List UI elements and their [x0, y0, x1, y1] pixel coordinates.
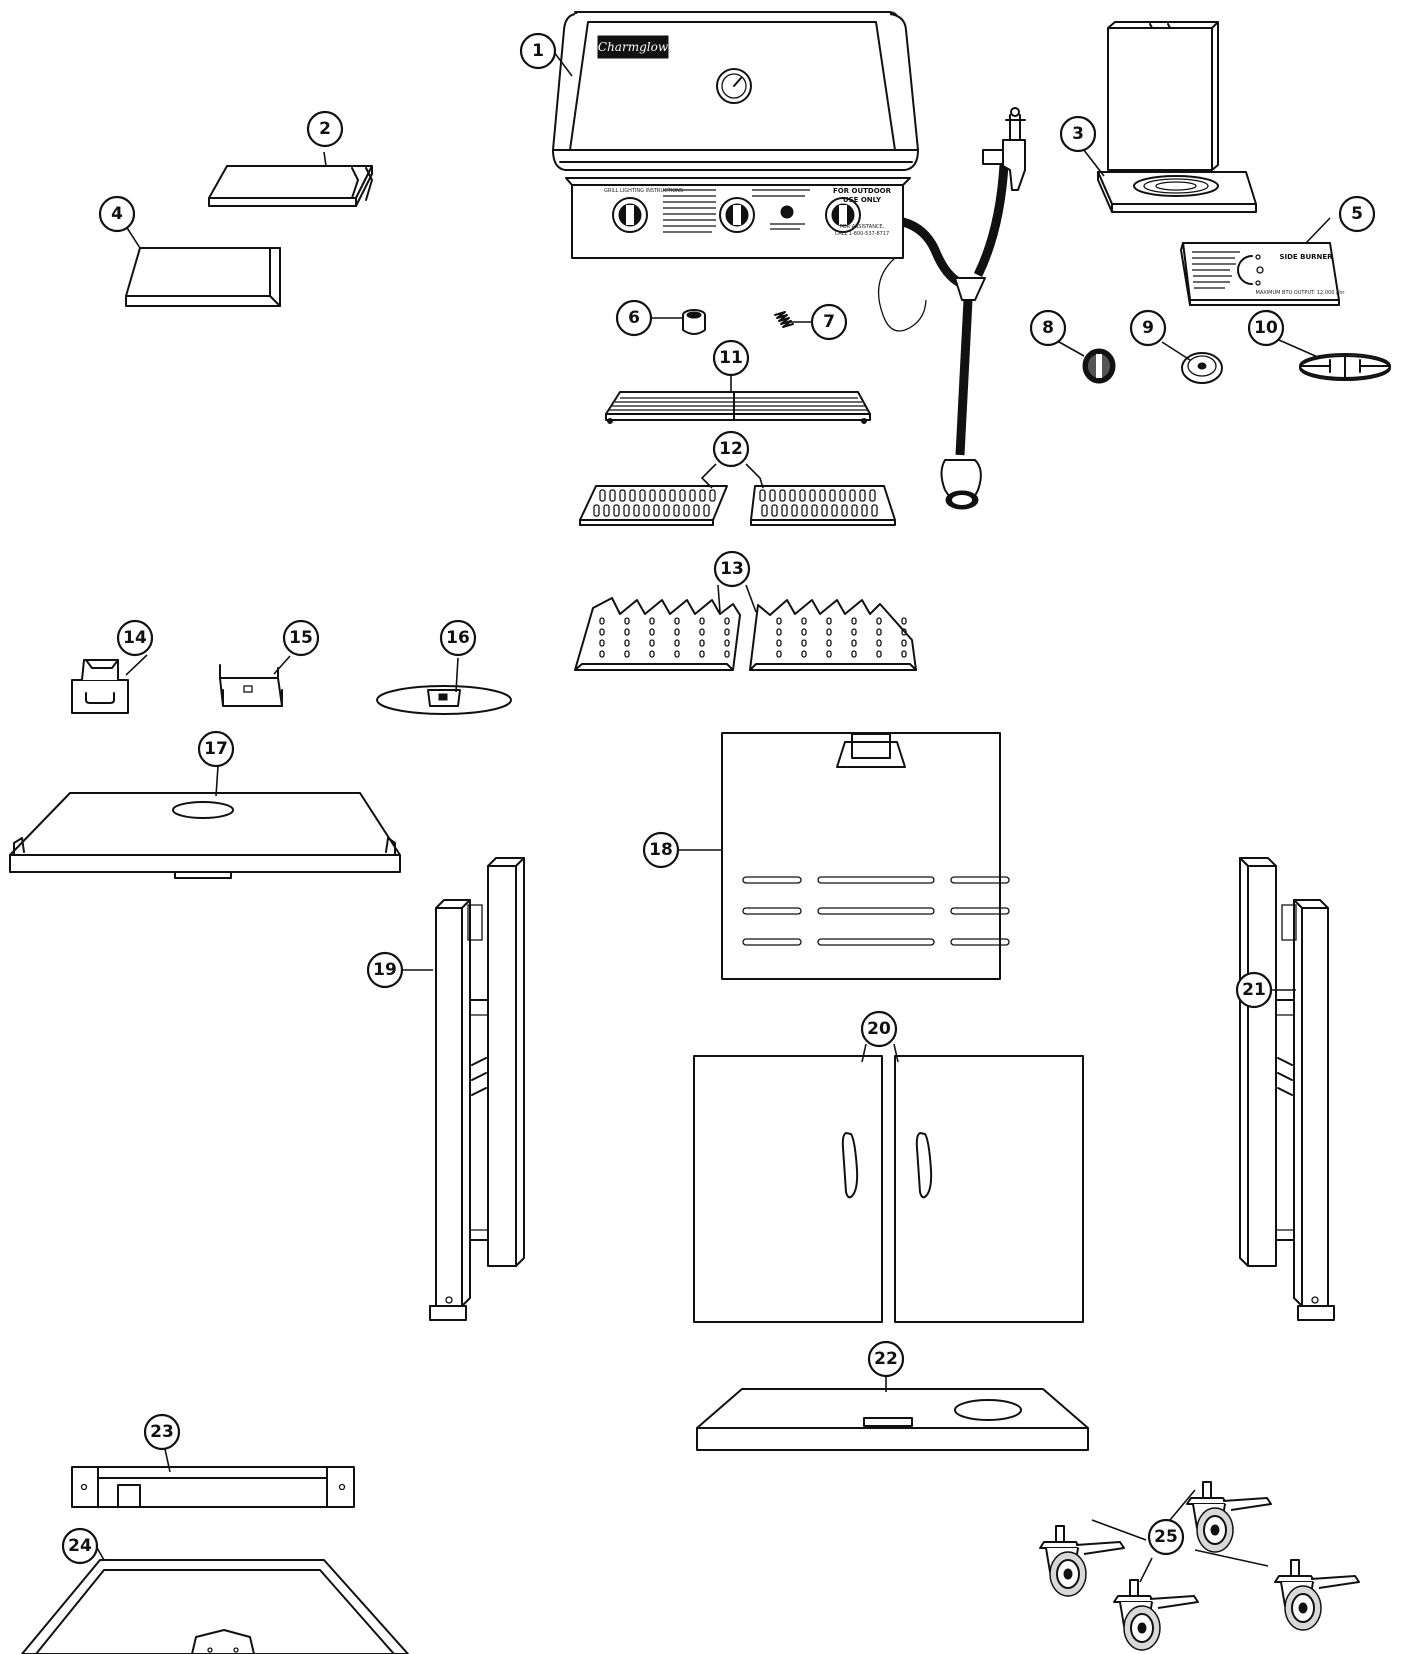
gas-hose-regulator — [901, 107, 1026, 510]
callout-3: 3 — [1059, 115, 1097, 153]
side-burner-panel-part: SIDE BURNER MAXIMUM BTU OUTPUT: 12,000 /… — [1180, 242, 1346, 306]
leader-lines — [95, 51, 1331, 1583]
svg-text:25: 25 — [1154, 1527, 1178, 1547]
side-burner-title: SIDE BURNER — [1279, 253, 1333, 261]
side-burner-rating: MAXIMUM BTU OUTPUT: 12,000 / hr — [1256, 290, 1346, 296]
callout-12: 12 — [712, 430, 750, 468]
assistance-line-1: FOR ASSISTANCE, — [840, 224, 885, 230]
caster-wheel-icon — [1186, 1481, 1272, 1553]
callout-14: 14 — [116, 619, 154, 657]
side-burner-part — [1097, 21, 1257, 213]
cooking-grids-part — [579, 485, 896, 526]
svg-text:19: 19 — [373, 960, 397, 980]
callout-22: 22 — [867, 1340, 905, 1378]
svg-text:10: 10 — [1254, 318, 1278, 338]
right-side-shelf-part — [208, 165, 373, 207]
callout-18: 18 — [642, 831, 680, 869]
warming-rack-part — [605, 391, 871, 424]
caster-wheel-icon — [1039, 1525, 1125, 1597]
callout-2: 2 — [306, 110, 344, 148]
caster-wheel-icon — [1274, 1559, 1360, 1631]
igniter-button-icon — [780, 205, 794, 219]
callout-10: 10 — [1247, 309, 1285, 347]
cart-doors-part — [693, 1055, 1084, 1323]
side-knob-part — [1082, 348, 1116, 384]
callout-7: 7 — [810, 303, 848, 341]
grill-knob-1-icon — [612, 197, 648, 233]
svg-text:12: 12 — [719, 439, 743, 459]
caster-wheel-icon — [1113, 1579, 1199, 1651]
callout-19: 19 — [366, 951, 404, 989]
callout-9: 9 — [1129, 309, 1167, 347]
brand-logo: Charmglow — [598, 40, 669, 54]
svg-text:13: 13 — [720, 559, 744, 579]
svg-text:3: 3 — [1072, 124, 1084, 144]
svg-text:11: 11 — [719, 348, 743, 368]
front-cross-brace-part — [71, 1466, 355, 1508]
callout-20: 20 — [860, 1010, 898, 1048]
spring-part — [774, 311, 794, 328]
left-cart-frame-part — [429, 857, 525, 1321]
right-cart-frame-part — [1239, 857, 1335, 1321]
svg-text:2: 2 — [319, 119, 331, 139]
cart-bottom-shelf-part — [696, 1388, 1089, 1451]
callout-1: 1 — [519, 32, 557, 70]
heat-plates-part — [574, 597, 917, 671]
callout-8: 8 — [1029, 309, 1067, 347]
grill-head: Charmglow GRILL LIGHTING INSTRUCTIONS — [552, 11, 927, 332]
casters-part — [1039, 1481, 1360, 1651]
cart-back-panel-part — [721, 732, 1010, 980]
svg-text:18: 18 — [649, 840, 673, 860]
cart-top-shelf-part — [9, 792, 401, 879]
svg-text:4: 4 — [111, 204, 123, 224]
callout-21: 21 — [1235, 971, 1273, 1009]
callout-15: 15 — [282, 619, 320, 657]
callout-13: 13 — [713, 550, 751, 588]
svg-text:6: 6 — [628, 308, 640, 328]
svg-text:16: 16 — [446, 628, 470, 648]
small-knob-part — [682, 309, 706, 335]
svg-text:14: 14 — [123, 628, 147, 648]
svg-text:24: 24 — [68, 1536, 92, 1556]
grease-tray-part — [21, 1559, 409, 1654]
outdoor-use-line-2: USE ONLY — [843, 196, 882, 204]
callout-25: 25 — [1147, 1518, 1185, 1556]
callout-11: 11 — [712, 339, 750, 377]
svg-text:7: 7 — [823, 312, 835, 332]
svg-text:17: 17 — [204, 739, 228, 759]
tank-holder-plate-part — [376, 685, 512, 715]
svg-text:21: 21 — [1242, 980, 1266, 1000]
side-grate-part — [1299, 353, 1391, 381]
callout-6: 6 — [615, 299, 653, 337]
assistance-line-2: CALL 1-800-537-8717 — [835, 231, 889, 237]
svg-text:8: 8 — [1042, 318, 1054, 338]
grill-knob-2-icon — [719, 197, 755, 233]
svg-text:9: 9 — [1142, 318, 1154, 338]
callout-17: 17 — [197, 730, 235, 768]
callout-24: 24 — [61, 1527, 99, 1565]
svg-text:20: 20 — [867, 1019, 891, 1039]
lighting-heading: GRILL LIGHTING INSTRUCTIONS — [604, 188, 683, 194]
outdoor-use-line-1: FOR OUTDOOR — [833, 187, 892, 195]
callout-16: 16 — [439, 619, 477, 657]
svg-text:22: 22 — [874, 1349, 898, 1369]
grease-cup-bracket-part — [219, 664, 283, 707]
grease-cup-holder-part — [71, 659, 129, 714]
grill-knob-3-icon — [825, 197, 861, 233]
burner-cap-part — [1181, 352, 1223, 384]
brand-badge — [597, 35, 669, 59]
svg-text:5: 5 — [1351, 204, 1363, 224]
callout-23: 23 — [143, 1413, 181, 1451]
left-side-shelf-part — [125, 247, 281, 307]
callout-5: 5 — [1338, 195, 1376, 233]
svg-text:1: 1 — [532, 41, 544, 61]
callout-4: 4 — [98, 195, 136, 233]
svg-text:23: 23 — [150, 1422, 174, 1442]
callout-markers: 1 2 3 4 5 6 7 8 9 10 11 12 13 14 15 16 1… — [61, 32, 1376, 1565]
svg-text:15: 15 — [289, 628, 313, 648]
